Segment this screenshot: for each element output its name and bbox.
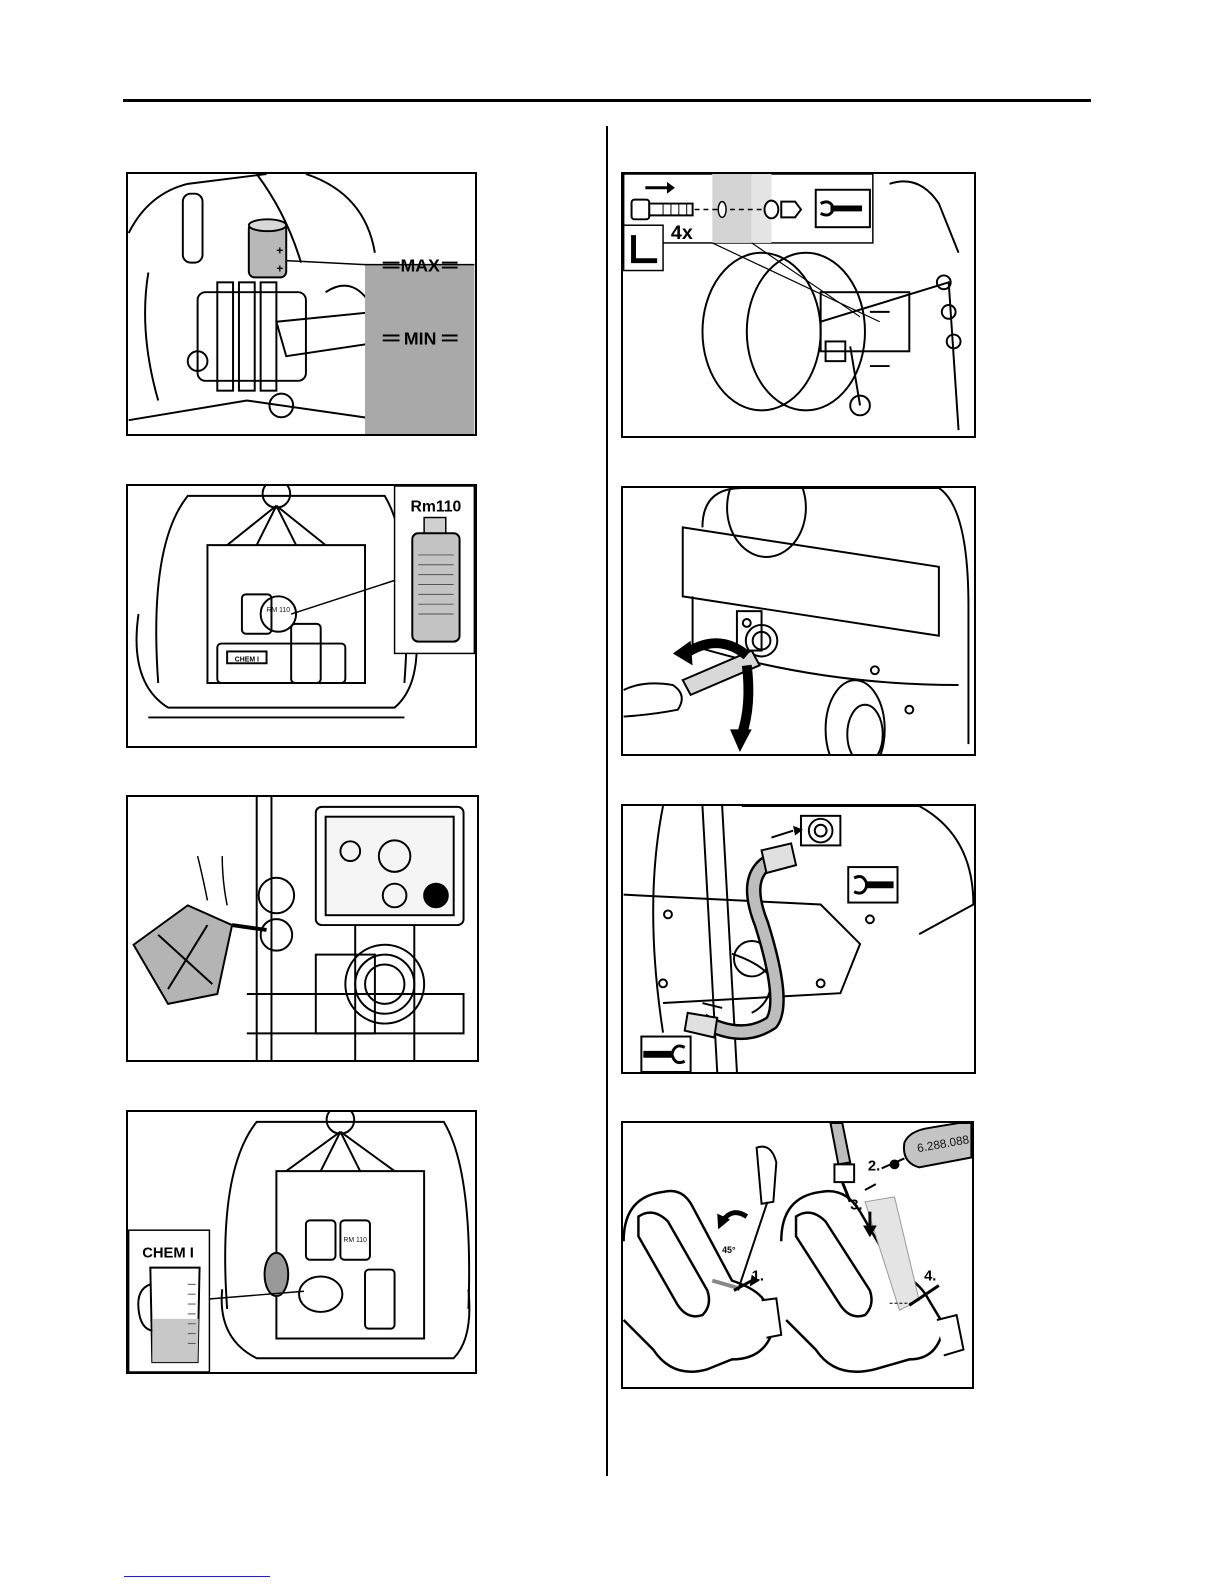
angle-label: 45° bbox=[722, 1245, 736, 1255]
wrench-icon bbox=[848, 867, 897, 902]
step-3: 3. bbox=[850, 1198, 862, 1214]
pump-illustration: + + MAX MIN bbox=[128, 174, 475, 434]
svg-text:+: + bbox=[276, 244, 283, 258]
reel-illustration: 4x bbox=[623, 174, 974, 436]
svg-text:MIN: MIN bbox=[404, 328, 436, 348]
chem-tag: CHEM I bbox=[235, 656, 259, 663]
oil-reservoir: + + bbox=[249, 219, 286, 277]
figure-detergent: RM 110 CHEM I bbox=[126, 1110, 477, 1374]
hand bbox=[624, 683, 682, 716]
cap-illustration bbox=[623, 488, 974, 754]
figure-cap bbox=[621, 486, 976, 756]
wrench-icon bbox=[641, 1037, 690, 1072]
svg-text:MAX: MAX bbox=[400, 256, 440, 276]
jug-label: CHEM I bbox=[142, 1246, 194, 1262]
tank-label: RM 110 bbox=[343, 1237, 367, 1244]
step-4: 4. bbox=[924, 1269, 936, 1285]
count-label: 4x bbox=[671, 222, 693, 244]
tank-label: RM 110 bbox=[267, 607, 291, 614]
high-pressure-hose bbox=[685, 843, 796, 1037]
level-gauge-zoom bbox=[365, 265, 474, 434]
hose-illustration bbox=[623, 806, 974, 1072]
bottle-label: Rm110 bbox=[411, 499, 462, 516]
figure-gun: 45° 1. 6.288.088 2. 3. 4. bbox=[621, 1121, 974, 1389]
fuel-canister bbox=[134, 905, 267, 1004]
gun-illustration: 45° 1. 6.288.088 2. 3. 4. bbox=[623, 1123, 972, 1387]
figure-hose bbox=[621, 804, 976, 1074]
footer-link-underline[interactable] bbox=[124, 1576, 270, 1577]
machine-top-illustration: RM 110 CHEM I Rm110 bbox=[128, 486, 475, 746]
svg-text:+: + bbox=[276, 261, 283, 275]
column-divider bbox=[606, 126, 608, 1476]
detergent-illustration: RM 110 CHEM I bbox=[128, 1112, 475, 1372]
figure-hose-reel: 4x bbox=[621, 172, 976, 438]
nozzle-part: 6.288.088 bbox=[882, 1123, 972, 1169]
step-2: 2. bbox=[868, 1158, 880, 1174]
figure-care-product: RM 110 CHEM I Rm110 bbox=[126, 484, 477, 748]
figure-fuel-filling bbox=[126, 795, 479, 1062]
care-bottle bbox=[412, 518, 459, 642]
step-1: 1. bbox=[752, 1269, 764, 1285]
figure-oil-level: + + MAX MIN bbox=[126, 172, 477, 436]
lance-tube bbox=[831, 1123, 855, 1202]
header-rule bbox=[123, 99, 1091, 102]
fuel-illustration bbox=[128, 797, 477, 1060]
hand bbox=[198, 856, 228, 905]
